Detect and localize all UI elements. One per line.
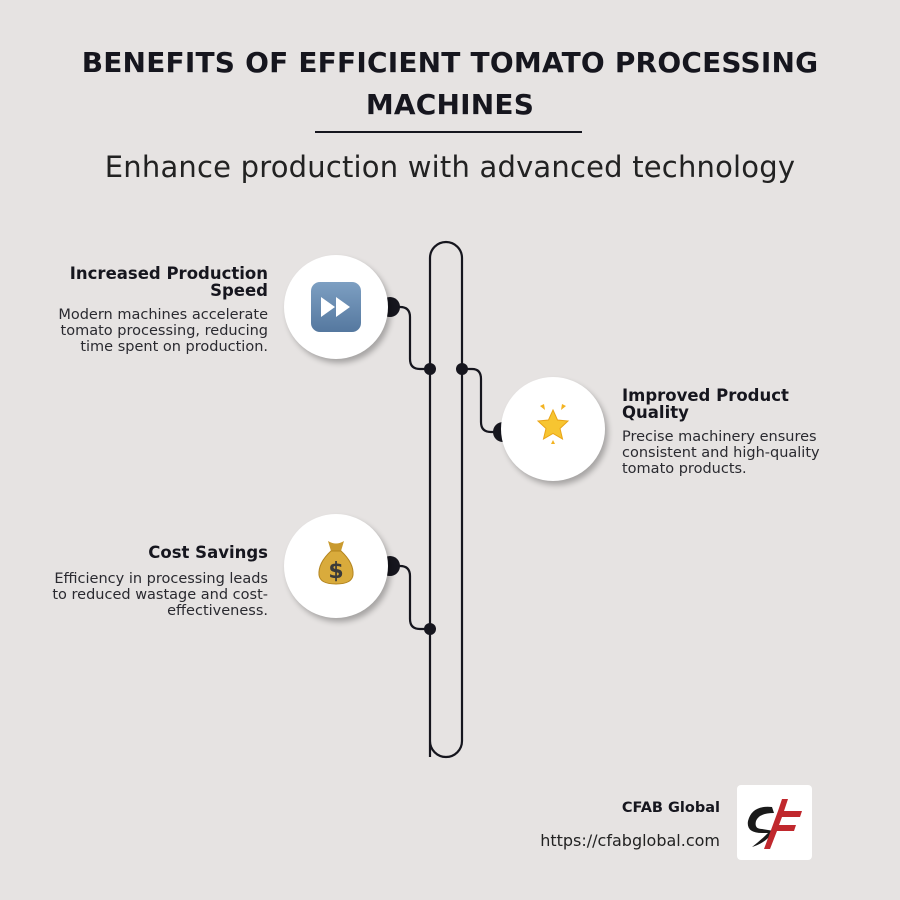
item-title-speed: Increased Production Speed bbox=[69, 264, 268, 300]
cfab-logo bbox=[737, 785, 812, 860]
page-subtitle: Enhance production with advanced technol… bbox=[104, 150, 796, 184]
cfab-logo-icon bbox=[747, 798, 802, 849]
icon-circle-speed bbox=[284, 255, 388, 359]
item-desc-speed: Modern machines accelerate tomato proces… bbox=[58, 307, 268, 355]
brand-name: CFAB Global bbox=[621, 800, 720, 816]
fast-forward-icon bbox=[311, 282, 361, 332]
item-desc-quality: Precise machinery ensures consistent and… bbox=[622, 429, 820, 477]
svg-text:$: $ bbox=[328, 559, 343, 584]
item-title-cost: Cost Savings bbox=[148, 543, 268, 562]
money-bag-icon: $ bbox=[314, 537, 358, 595]
item-title-quality: Improved Product Quality bbox=[622, 386, 789, 422]
page-title: BENEFITS OF EFFICIENT TOMATO PROCESSING … bbox=[81, 46, 819, 121]
title-divider bbox=[315, 131, 582, 133]
icon-circle-cost: $ bbox=[284, 514, 388, 618]
glowing-star-icon bbox=[528, 400, 578, 458]
icon-circle-quality bbox=[501, 377, 605, 481]
item-desc-cost: Efficiency in processing leads to reduce… bbox=[52, 571, 268, 619]
brand-url[interactable]: https://cfabglobal.com bbox=[540, 831, 720, 850]
